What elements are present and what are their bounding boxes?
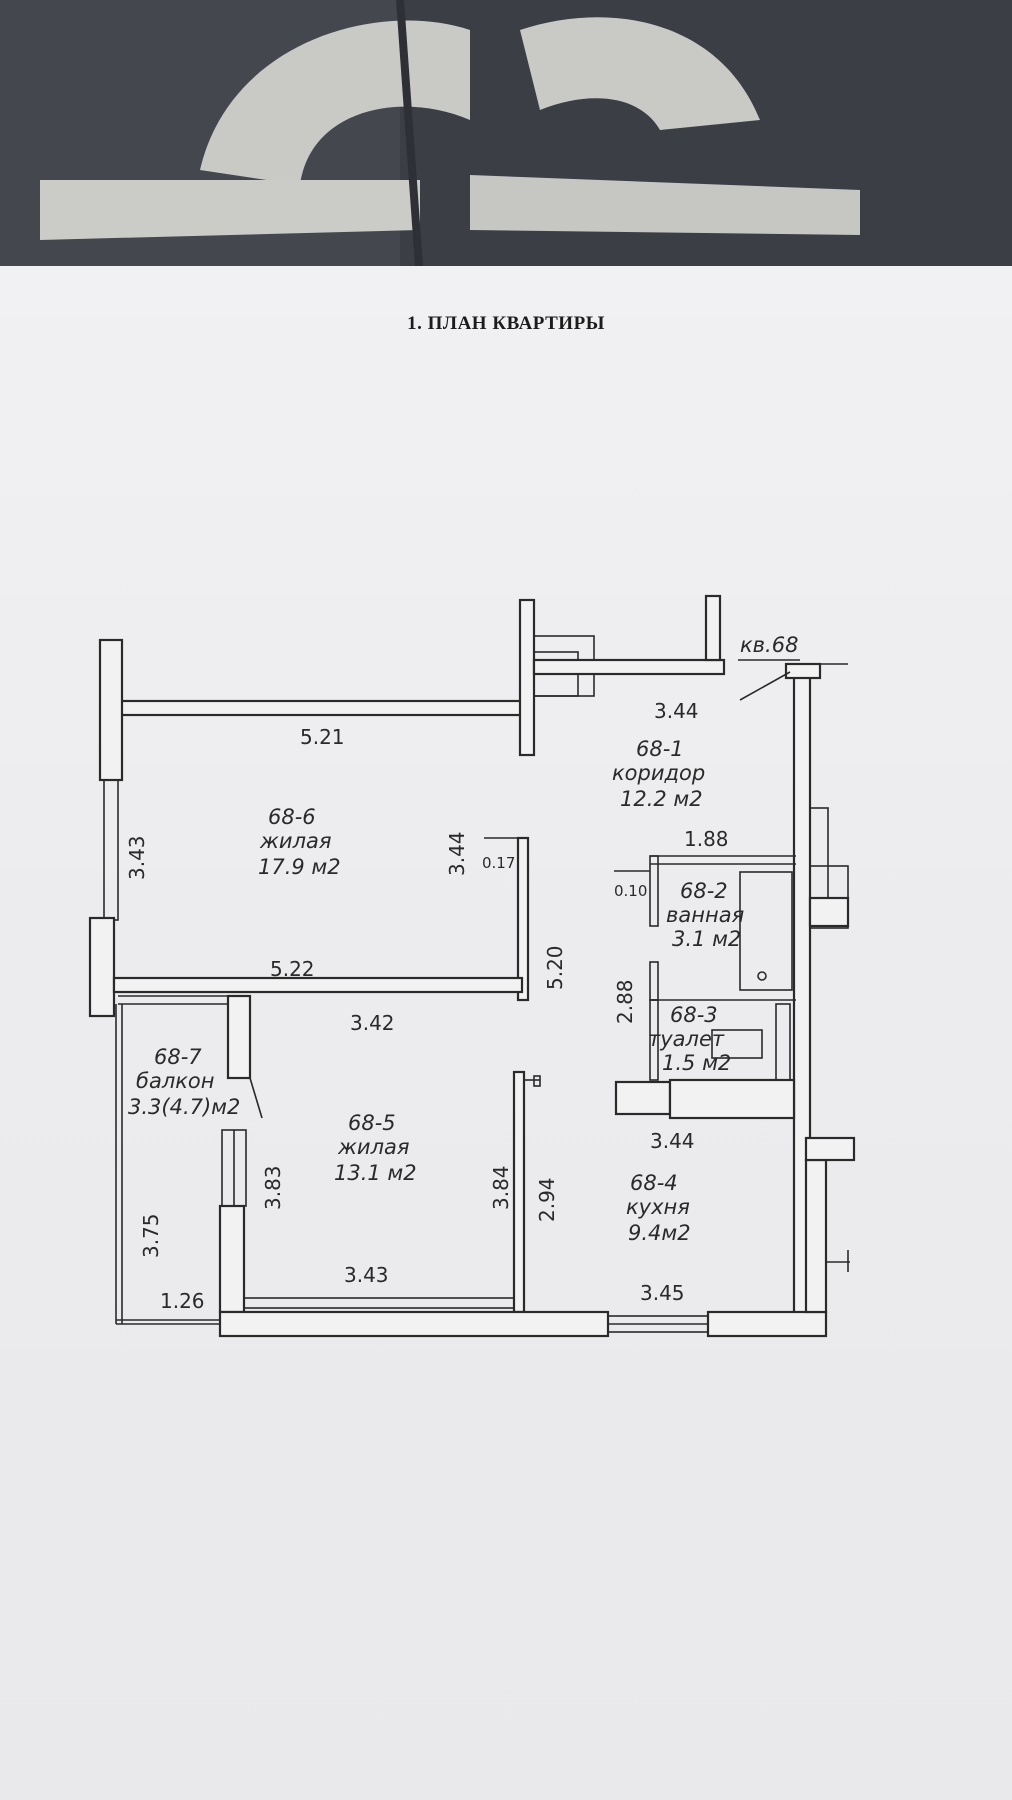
room-68-5-id: 68-5 <box>348 1111 396 1135</box>
wall-right-cap <box>784 662 822 680</box>
balcony-leader <box>249 1077 263 1119</box>
wall-left-living <box>98 638 124 782</box>
room-68-2-id: 68-2 <box>680 879 728 903</box>
window-left-living <box>103 779 119 921</box>
room-68-1-name: коридор <box>612 761 705 785</box>
right-shaft-c <box>808 896 850 928</box>
right-shaft-a <box>809 807 829 899</box>
paper-sheet <box>0 266 1012 1800</box>
apartment-number: кв.68 <box>740 633 798 657</box>
dim-2-94: 2.94 <box>535 1177 559 1222</box>
wall-left-living-lower <box>88 916 116 1018</box>
balcony-pillar <box>226 994 252 1080</box>
dim-3-44-mid: 3.44 <box>445 831 469 876</box>
toilet-right <box>775 1003 791 1081</box>
bath-wall-lower <box>649 961 659 1001</box>
toilet-wall-left <box>649 999 659 1081</box>
wall-bottom-left <box>218 1310 610 1338</box>
dim-3-44-kitchen: 3.44 <box>650 1129 695 1153</box>
fabric-background <box>0 0 1012 280</box>
room-68-7-id: 68-7 <box>154 1045 202 1069</box>
room-68-4-area: 9.4м2 <box>628 1221 691 1245</box>
dim-5-22: 5.22 <box>270 957 315 981</box>
plan-title: 1. ПЛАН КВАРТИРЫ <box>407 313 605 334</box>
room-68-3-area: 1.5 м2 <box>662 1051 731 1075</box>
wall-room5-right <box>512 1070 526 1314</box>
dim-2-88: 2.88 <box>613 979 637 1024</box>
room-68-4-id: 68-4 <box>630 1171 678 1195</box>
room-68-7-name: балкон <box>136 1069 215 1093</box>
dim-3-83: 3.83 <box>261 1165 285 1210</box>
dim-3-45: 3.45 <box>640 1281 685 1305</box>
wall-room5-left <box>218 1204 246 1314</box>
wall-right-lower <box>804 1158 828 1314</box>
wall-top-living <box>112 699 526 717</box>
bathtub <box>739 871 793 991</box>
wall-top-corridor <box>532 658 726 676</box>
room-68-6-area: 17.9 м2 <box>258 855 341 879</box>
room-68-5-area: 13.1 м2 <box>334 1161 417 1185</box>
wall-room5-bottom-inner <box>243 1297 515 1309</box>
room5-right-tick-box <box>533 1075 541 1087</box>
room-68-3-name: туалет <box>648 1027 725 1051</box>
dim-5-20: 5.20 <box>543 945 567 990</box>
pillar-top <box>518 598 536 757</box>
room-68-2-name: ванная <box>666 903 744 927</box>
dim-3-42: 3.42 <box>350 1011 395 1035</box>
dim-0-17: 0.17 <box>482 854 515 872</box>
dim-5-21: 5.21 <box>300 725 345 749</box>
wall-mid-partition <box>516 836 530 1002</box>
toilet-fixture <box>711 1029 763 1059</box>
dim-3-43-bottom: 3.43 <box>344 1263 389 1287</box>
room-68-2-area: 3.1 м2 <box>672 927 741 951</box>
wall-kitchen-top-stub <box>614 1080 672 1116</box>
room-68-5-name: жилая <box>337 1135 410 1159</box>
dim-1-26: 1.26 <box>160 1289 205 1313</box>
dim-0-10: 0.10 <box>614 882 647 900</box>
dim-3-75: 3.75 <box>139 1213 163 1258</box>
dim-3-44-corridor: 3.44 <box>654 699 699 723</box>
wall-living-bottom <box>112 976 524 994</box>
wall-kitchen-top <box>668 1078 796 1120</box>
wall-bottom-right <box>706 1310 828 1338</box>
right-stub-lower <box>804 1136 856 1162</box>
room-68-1-id: 68-1 <box>636 737 684 761</box>
room-68-4-name: кухня <box>626 1195 690 1219</box>
room-68-7-area: 3.3(4.7)м2 <box>128 1095 240 1119</box>
room-68-6-name: жилая <box>259 829 332 853</box>
dim-3-43-left: 3.43 <box>125 835 149 880</box>
dim-3-84: 3.84 <box>489 1165 513 1210</box>
dim-1-88: 1.88 <box>684 827 729 851</box>
room-68-6-id: 68-6 <box>268 805 316 829</box>
bath-wall-left <box>649 855 659 927</box>
pillar-entrance <box>704 594 722 662</box>
room-68-1-area: 12.2 м2 <box>620 787 703 811</box>
apt-marker-line <box>739 671 791 701</box>
room-68-3-id: 68-3 <box>670 1003 718 1027</box>
bathtub-drain <box>757 971 767 981</box>
